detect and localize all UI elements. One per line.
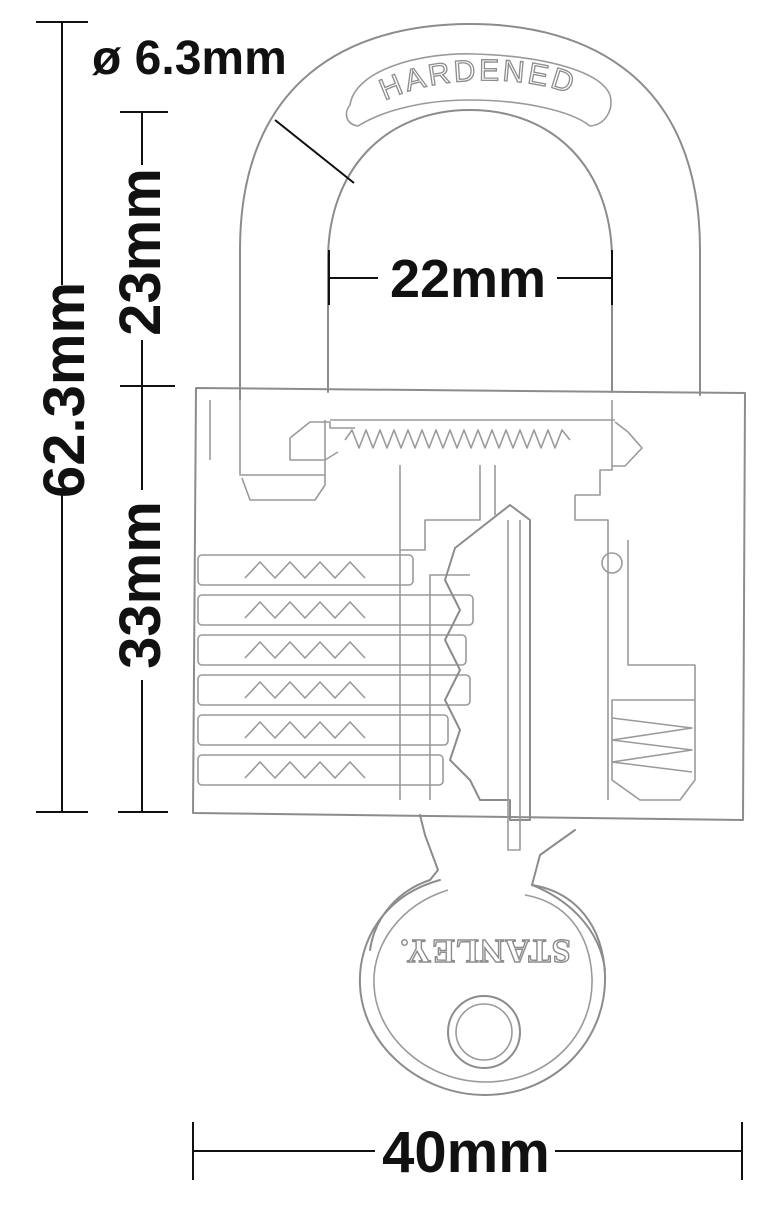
key-blade — [444, 504, 531, 821]
pin-spring-4 — [244, 681, 366, 699]
dimension-labels: ø 6.3mm 62.3mm 23mm 33mm 22mm 40mm — [32, 32, 550, 1185]
bolt-housing-right — [612, 421, 643, 467]
pin-stack-1 — [197, 554, 414, 586]
pin-tumblers — [197, 554, 474, 786]
shackle: HARDENED — [239, 23, 701, 401]
shackle-diameter-label: ø 6.3mm — [92, 32, 287, 85]
pin-spring-6 — [244, 761, 366, 779]
hardened-plate — [345, 53, 612, 127]
shackle-inner-edge — [327, 109, 613, 393]
cylinder-frame — [399, 465, 609, 800]
key: STANLEY. — [358, 504, 607, 1096]
key-hole-outer — [447, 995, 521, 1069]
total-height-label: 62.3mm — [32, 282, 97, 498]
pin-spring-5 — [244, 721, 366, 739]
pin-stack-3 — [197, 634, 467, 666]
inner-width-label: 22mm — [390, 249, 546, 309]
key-bow — [358, 879, 607, 1096]
bolt-housing-left — [289, 421, 355, 461]
pin-spring-1 — [244, 561, 366, 579]
pin-stack-5 — [197, 714, 449, 746]
shackle-outer-edge — [239, 23, 701, 401]
lock-body — [192, 387, 746, 821]
left-locking-dog — [241, 475, 326, 501]
key-hole-inner — [455, 1003, 513, 1061]
key-bow-inner — [373, 889, 593, 1083]
pin-stack-6 — [197, 754, 444, 786]
diameter-line — [274, 119, 355, 184]
key-brand-text: STANLEY. — [399, 932, 570, 969]
bolt-spring — [344, 429, 571, 449]
right-spring — [611, 717, 693, 773]
pin-stack-4 — [197, 674, 471, 706]
top-cavity — [209, 400, 615, 496]
pin-stack-2 — [197, 594, 474, 626]
pin-spring-2 — [244, 601, 366, 619]
right-mechanism — [611, 540, 696, 801]
body-width-label: 40mm — [382, 1120, 550, 1185]
body-height-label: 33mm — [108, 501, 173, 669]
mechanism-pin — [601, 552, 623, 574]
body-outline — [192, 387, 746, 821]
pin-spring-3 — [244, 641, 366, 659]
dimension-lines — [36, 21, 743, 1180]
clearance-height-label: 23mm — [108, 168, 173, 336]
key-groove — [507, 520, 521, 851]
